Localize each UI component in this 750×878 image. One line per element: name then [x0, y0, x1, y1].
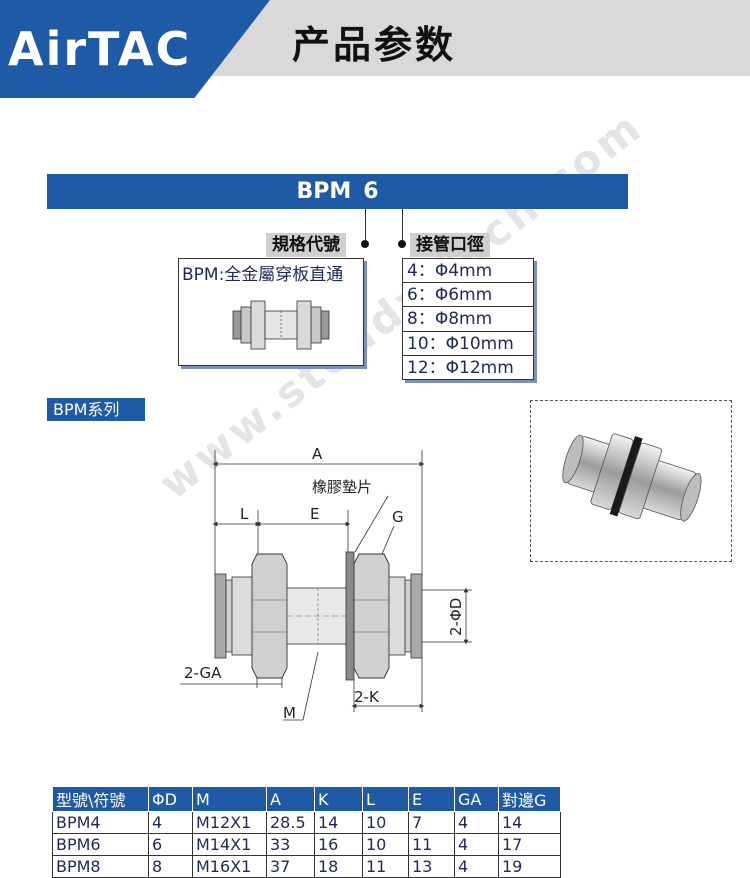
dim-d-label: 2-ΦD [447, 598, 465, 636]
table-cell: M12X1 [192, 811, 267, 834]
table-cell: 16 [314, 833, 363, 856]
fitting-icon [232, 300, 330, 350]
dim-g-label: G [392, 508, 404, 526]
table-cell: 10 [362, 811, 409, 834]
table-row: BPM6 6 M14X1 33 16 10 11 4 17 [52, 833, 561, 856]
table-cell: 4 [454, 833, 499, 856]
table-cell: 4 [454, 811, 499, 834]
diameter-option: 12：Φ12mm [407, 357, 514, 378]
table-cell: 33 [266, 833, 315, 856]
table-cell: 7 [408, 811, 455, 834]
table-cell: 6 [148, 833, 193, 856]
spec-description: BPM:全金屬穿板直通 [182, 265, 344, 285]
model-code-bar: BPM 6 [47, 174, 628, 209]
table-cell: 19 [498, 855, 561, 878]
page-title: 产品参数 [292, 23, 457, 67]
dim-l-label: L [240, 505, 249, 523]
table-cell: 10 [362, 833, 409, 856]
model-size: 6 [363, 179, 379, 204]
table-header: 型號\符號 [52, 786, 149, 812]
spec-box: BPM:全金屬穿板直通 [178, 258, 364, 366]
spec-table: 型號\符號 ΦD M A K L E GA 對邊G BPM4 4 M12X1 2… [52, 786, 561, 878]
table-cell: 13 [408, 855, 455, 878]
model-code: BPM [296, 179, 352, 204]
table-row: BPM4 4 M12X1 28.5 14 10 7 4 14 [52, 811, 561, 834]
table-header: GA [454, 786, 499, 812]
table-cell: 14 [314, 811, 363, 834]
spec-tag: 規格代號 [266, 233, 346, 257]
diameter-tag: 接管口徑 [410, 233, 490, 257]
table-header: A [266, 786, 315, 812]
table-cell: M14X1 [192, 833, 267, 856]
product-photo-frame [530, 400, 732, 562]
spec-connector [365, 209, 366, 240]
diameter-list: 4：Φ4mm 6：Φ6mm 8：Φ8mm 10：Φ10mm 12：Φ12mm [402, 258, 534, 380]
diameter-connector [402, 209, 403, 240]
diameter-dot [398, 240, 406, 248]
dim-e-label: E [310, 505, 319, 523]
table-cell: 11 [362, 855, 409, 878]
diameter-option: 6：Φ6mm [403, 283, 533, 308]
table-cell: 8 [148, 855, 193, 878]
product-photo [562, 433, 702, 522]
dim-m-label: M [283, 704, 296, 722]
table-header: M [192, 786, 267, 812]
table-header: ΦD [148, 786, 193, 812]
technical-drawing: A 橡膠墊片 L E G 2-ΦD 2-GA 2-K M [180, 445, 472, 722]
table-cell: 4 [148, 811, 193, 834]
diameter-option: 4：Φ4mm [403, 259, 533, 284]
table-header-row: 型號\符號 ΦD M A K L E GA 對邊G [52, 786, 561, 812]
table-cell: 4 [454, 855, 499, 878]
dim-ga-label: 2-GA [184, 664, 222, 682]
brand-logo: AirTAC [8, 22, 192, 76]
table-cell: 17 [498, 833, 561, 856]
dim-k-label: 2-K [354, 688, 380, 706]
table-header: K [314, 786, 363, 812]
dim-a-label: A [312, 445, 323, 463]
table-row: BPM8 8 M16X1 37 18 11 13 4 19 [52, 855, 561, 878]
spec-dot [361, 240, 369, 248]
table-cell: 11 [408, 833, 455, 856]
table-cell: 37 [266, 855, 315, 878]
table-cell: BPM8 [52, 855, 149, 878]
diameter-option: 10：Φ10mm [403, 332, 533, 356]
table-header: L [362, 786, 409, 812]
table-cell: 28.5 [266, 811, 315, 834]
table-cell: 14 [498, 811, 561, 834]
table-cell: 18 [314, 855, 363, 878]
table-header: 對邊G [498, 786, 561, 812]
series-label: BPM系列 [47, 398, 145, 421]
table-header: E [408, 786, 455, 812]
table-cell: M16X1 [192, 855, 267, 878]
diameter-option: 8：Φ8mm [403, 307, 533, 332]
table-cell: BPM4 [52, 811, 149, 834]
gasket-label: 橡膠墊片 [312, 478, 372, 496]
table-cell: BPM6 [52, 833, 149, 856]
